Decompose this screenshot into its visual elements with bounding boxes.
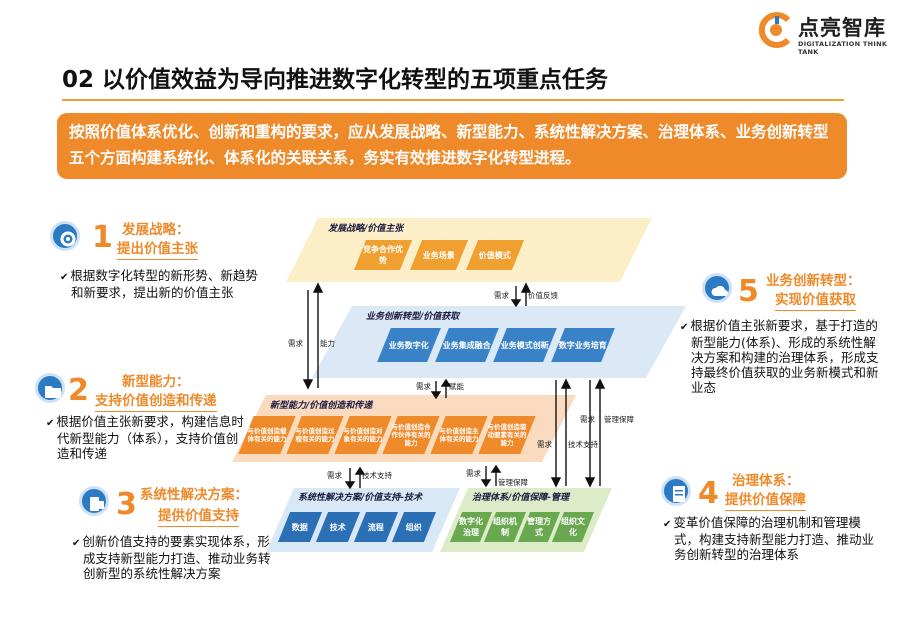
layer-1-label: 发展战略/价值主张 [328,224,404,234]
task-1-title: 发展战略： [122,222,190,238]
arrow-label-need: 需求 [580,415,595,424]
layer-1-box: 竞争合作优势 [353,240,413,270]
arrow-label-need: 需求 [494,291,509,300]
task-5-number: 5 [738,274,759,309]
task-1-subtitle: 提出价值主张 [117,240,198,260]
task-5-text: 根据价值主张新要求，基于打造的新型能力(体系)、形成的系统性解决方案和构建的治理… [680,318,882,395]
task-2-text: 根据价值主张新要求，构建信息时代新型能力（体系），支持价值创造和传递 [46,414,246,461]
brand-logo: 点亮智库 DIGITALIZATION THINK TANK [758,6,898,56]
document-icon [661,476,691,506]
task-2-title: 新型能力： [122,374,190,390]
task-2-subtitle: 支持价值创造和传递 [95,392,217,412]
task-3-text: 创新价值支持的要素实现体系，形成支持新型能力打造、推动业务转创新型的系统性解决方… [72,534,277,581]
task-4-title: 治理体系： [732,473,800,489]
task-4-subtitle: 提供价值保障 [725,491,806,511]
task-5-title: 业务创新转型： [766,273,861,289]
arrow-label-empower: 赋能 [449,382,464,391]
task-4-number: 4 [698,476,719,511]
arrow-label-need: 需求 [466,469,481,478]
layer-2-label: 业务创新转型/价值获取 [366,312,460,322]
title-rule [62,99,844,101]
logo-subtitle: DIGITALIZATION THINK TANK [798,40,888,56]
arrow-label-value-feedback: 价值反馈 [528,291,558,300]
task-3-title: 系统性解决方案： [140,487,248,503]
arrow-label-need: 需求 [537,440,552,449]
task-3-subtitle: 提供价值支持 [158,507,239,527]
arrow-label-need: 需求 [416,382,431,391]
task-4-text: 变革价值保障的治理机制和管理模式，构建支持新型能力打造、推动业务创新转型的治理体… [663,515,881,562]
page-title: 02 以价值效益为导向推进数字化转型的五项重点任务 [62,67,609,93]
logo-mark-icon [758,12,791,48]
arrow-label-need: 需求 [288,339,303,348]
arrow-label-need: 需求 [327,471,342,480]
strategy-icon [50,221,80,251]
task-1-text: 根据数字化转型的新形势、新趋势和新要求，提出新的价值主张 [60,268,260,300]
task-5-subtitle: 实现价值获取 [775,291,856,311]
arrow-label-mgmt-guarantee: 管理保障 [498,478,528,487]
task-3-number: 3 [116,487,137,522]
summary-banner: 按照价值体系优化、创新和重构的要求，应从发展战略、新型能力、系统性解决方案、治理… [57,113,847,179]
layer-5-box: 组织文化 [551,512,595,542]
solution-icon [79,486,109,516]
folder-icon [35,373,65,403]
arrow-label-ability: 能力 [320,339,335,348]
task-1-number: 1 [92,220,113,255]
logo-name: 点亮智库 [798,16,886,40]
layer-4-label: 系统性解决方案/价值支持-技术 [298,493,423,503]
arrow-label-tech-support: 技术支持 [568,440,598,449]
arrow-label-tech-support: 技术支持 [362,471,392,480]
layer-3-label: 新型能力/价值创造和传递 [270,401,373,411]
cloud-icon [702,273,732,303]
arrow-label-mgmt-guarantee: 管理保障 [604,415,634,424]
task-2-number: 2 [68,373,89,408]
layer-5-label: 治理体系/价值保障-管理 [472,493,570,503]
